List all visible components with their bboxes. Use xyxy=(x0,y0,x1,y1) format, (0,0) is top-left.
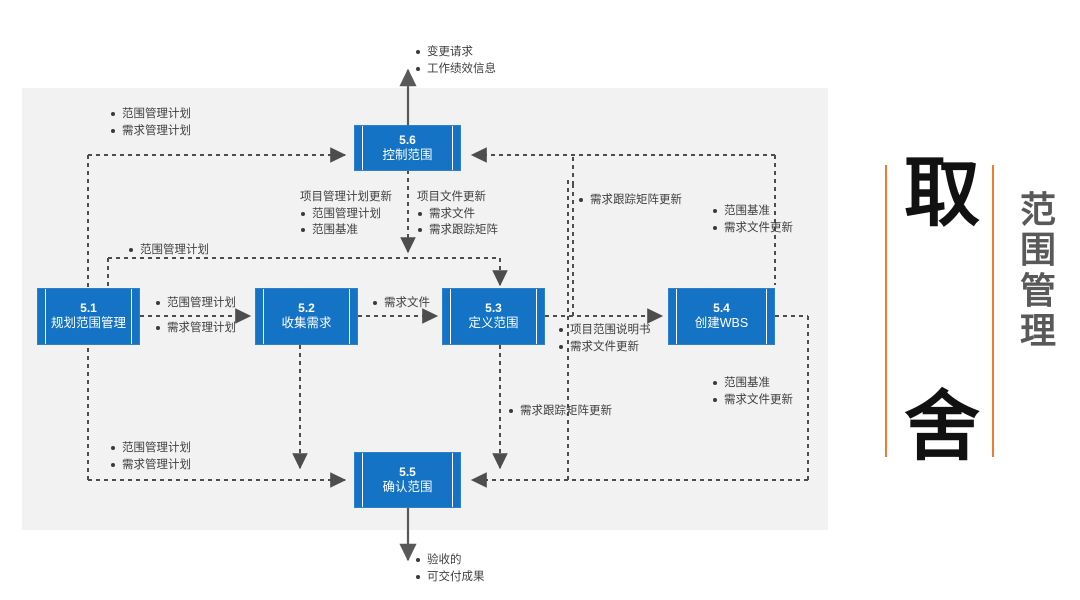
label-rtm-update-upper: 需求跟踪矩阵更新 xyxy=(578,192,682,209)
process-box-5-4[interactable]: 5.4 创建WBS xyxy=(668,288,775,345)
label-item: 需求管理计划 xyxy=(110,123,191,140)
label-bottom-output: 验收的 可交付成果 xyxy=(415,552,485,585)
label-scope-plan-mid: 范围管理计划 xyxy=(128,242,209,259)
label-item: 需求文件 xyxy=(372,295,430,312)
label-item: 范围管理计划 xyxy=(155,295,236,312)
process-box-5-6[interactable]: 5.6 控制范围 xyxy=(354,125,461,171)
process-number: 5.2 xyxy=(298,301,315,316)
label-header: 项目文件更新 xyxy=(417,191,486,203)
caption-headline: 取 舍 xyxy=(896,151,988,470)
process-name: 创建WBS xyxy=(694,316,749,331)
label-plans-to-56: 范围管理计划 需求管理计划 xyxy=(110,106,191,139)
label-item: 范围基准 xyxy=(300,222,392,239)
process-box-5-5[interactable]: 5.5 确认范围 xyxy=(354,452,461,508)
label-item: 范围管理计划 xyxy=(128,242,209,259)
caption-char: 取 xyxy=(904,151,980,236)
label-item: 可交付成果 xyxy=(415,569,485,586)
label-item: 范围管理计划 xyxy=(110,440,191,457)
caption-sub-char: 理 xyxy=(1019,309,1056,351)
label-item: 需求文件更新 xyxy=(712,220,793,237)
process-box-5-2[interactable]: 5.2 收集需求 xyxy=(255,288,358,345)
caption-subtitle: 范 围 管 理 xyxy=(1012,189,1064,351)
label-project-doc-updates: 项目文件更新 需求文件 需求跟踪矩阵 xyxy=(417,189,498,239)
label-item: 需求跟踪矩阵更新 xyxy=(578,192,682,209)
process-box-5-1[interactable]: 5.1 规划范围管理 xyxy=(37,288,140,345)
label-item: 范围管理计划 xyxy=(110,106,191,123)
caption-block: 取 舍 范 围 管 理 xyxy=(860,150,1070,480)
process-number: 5.4 xyxy=(713,301,730,316)
label-item: 需求管理计划 xyxy=(155,320,236,337)
process-name: 控制范围 xyxy=(382,147,433,162)
label-item: 范围基准 xyxy=(712,375,793,392)
label-item: 需求文件 xyxy=(417,206,498,223)
caption-sub-char: 管 xyxy=(1019,269,1056,311)
caption-sub-char: 围 xyxy=(1019,229,1056,271)
label-header: 项目管理计划更新 xyxy=(300,191,392,203)
label-item: 项目范围说明书 xyxy=(558,322,651,339)
label-baseline-docupdate-upper: 范围基准 需求文件更新 xyxy=(712,203,793,236)
label-pm-plan-updates: 项目管理计划更新 范围管理计划 范围基准 xyxy=(300,189,392,239)
label-item: 需求跟踪矩阵 xyxy=(417,222,498,239)
label-plans-to-55: 范围管理计划 需求管理计划 xyxy=(110,440,191,473)
accent-rule-right xyxy=(992,165,994,457)
process-number: 5.5 xyxy=(399,464,416,479)
process-number: 5.1 xyxy=(80,301,97,316)
label-item: 需求跟踪矩阵更新 xyxy=(508,403,612,420)
label-51-to-52: 范围管理计划 需求管理计划 xyxy=(155,295,236,336)
process-number: 5.3 xyxy=(485,301,502,316)
caption-sub-char: 范 xyxy=(1019,189,1056,230)
process-box-5-3[interactable]: 5.3 定义范围 xyxy=(442,288,545,345)
label-52-to-53: 需求文件 xyxy=(372,295,430,312)
label-item: 工作绩效信息 xyxy=(415,61,496,78)
process-number: 5.6 xyxy=(399,132,416,147)
process-name: 确认范围 xyxy=(382,479,433,494)
label-53-to-54: 项目范围说明书 需求文件更新 xyxy=(558,322,651,355)
label-item: 验收的 xyxy=(415,552,485,569)
label-item: 范围基准 xyxy=(712,203,793,220)
label-item: 范围管理计划 xyxy=(300,206,392,223)
label-item: 变更请求 xyxy=(415,44,496,61)
label-baseline-docupdate-lower: 范围基准 需求文件更新 xyxy=(712,375,793,408)
process-name: 定义范围 xyxy=(468,316,519,331)
label-item: 需求文件更新 xyxy=(712,392,793,409)
label-item: 需求文件更新 xyxy=(558,339,651,356)
process-name: 规划范围管理 xyxy=(50,316,126,331)
label-rtm-update-lower: 需求跟踪矩阵更新 xyxy=(508,403,612,420)
caption-char: 舍 xyxy=(904,384,980,470)
label-item: 需求管理计划 xyxy=(110,457,191,474)
process-name: 收集需求 xyxy=(281,316,332,331)
accent-rule-left xyxy=(885,165,887,457)
label-top-output: 变更请求 工作绩效信息 xyxy=(415,44,496,77)
